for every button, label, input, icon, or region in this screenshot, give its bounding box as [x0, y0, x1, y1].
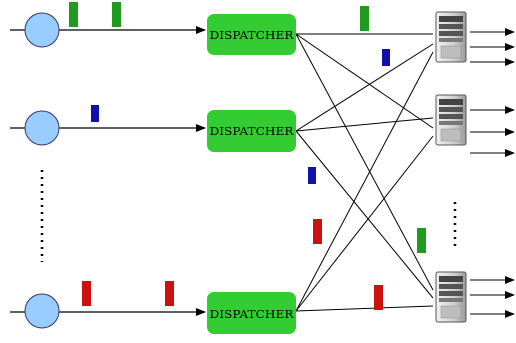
dispatch-links [295, 33, 434, 312]
dispatcher-box [207, 292, 296, 334]
dispatcher-box [207, 14, 296, 55]
source-icon [24, 293, 60, 329]
dispatcher-label: DISPATCHER [210, 28, 294, 42]
jobs [69, 2, 426, 310]
dispatcher-box [207, 110, 296, 152]
job-green [69, 2, 78, 27]
dispatch-link [295, 51, 434, 312]
dispatch-link [295, 135, 434, 312]
job-red [165, 281, 174, 306]
sources [24, 12, 60, 329]
job-blue [382, 49, 390, 66]
server-tower-icon [435, 11, 467, 63]
dispatcher-2: DISPATCHER [207, 110, 296, 152]
dispatch-link [295, 43, 434, 132]
dispatcher-1: DISPATCHER [207, 14, 296, 55]
job-red [82, 281, 91, 306]
dispatch-link [295, 117, 434, 132]
dispatcher-label: DISPATCHER [210, 124, 294, 138]
job-green [360, 6, 369, 31]
dispatch-link [295, 33, 434, 129]
server-tower-icon [435, 271, 467, 323]
dispatcher-3: DISPATCHER [207, 292, 296, 334]
job-green [417, 228, 426, 253]
dispatch-link [295, 305, 434, 312]
job-blue [308, 167, 316, 184]
job-red [313, 219, 322, 244]
job-green [112, 2, 121, 27]
dispatcher-label: DISPATCHER [210, 307, 294, 321]
job-red [374, 285, 383, 310]
server-outputs [470, 28, 515, 318]
dispatch-link [295, 130, 434, 299]
job-blue [91, 105, 99, 122]
source-icon [24, 110, 60, 146]
dispatch-link [295, 33, 434, 291]
servers [435, 11, 467, 323]
source-icon [24, 12, 60, 48]
source-links [10, 26, 206, 316]
server-tower-icon [435, 94, 467, 146]
